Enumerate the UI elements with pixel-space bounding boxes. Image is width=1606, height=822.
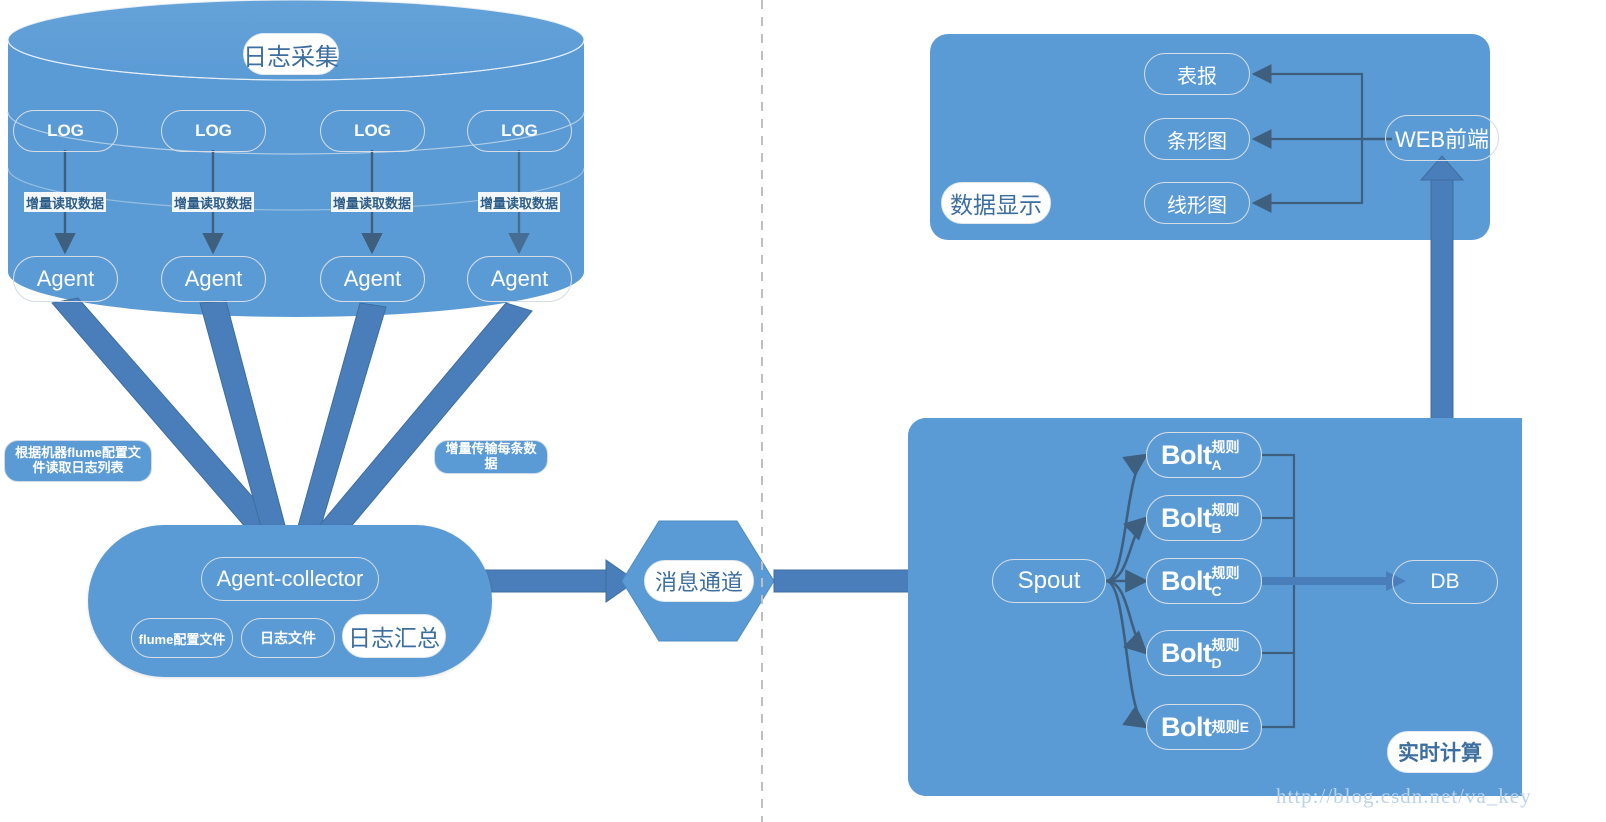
flume-config-file-node[interactable]: flume配置文件 xyxy=(131,618,233,658)
log-aggregation-title-badge: 日志汇总 xyxy=(342,614,446,658)
bolt-node-a[interactable]: Bolt 规则A xyxy=(1146,432,1262,478)
view-line-chart-node[interactable]: 线形图 xyxy=(1144,182,1250,224)
bolt-rule: 规则C xyxy=(1211,565,1240,599)
bolt-rule: 规则B xyxy=(1211,502,1240,536)
incremental-read-label-2: 增量读取数据 xyxy=(172,192,254,212)
view-report-node[interactable]: 表报 xyxy=(1144,53,1250,95)
log-node-label: LOG xyxy=(47,121,84,140)
web-frontend-node[interactable]: WEB前端 xyxy=(1385,115,1499,161)
spout-to-bolts-connectors xyxy=(1105,453,1149,729)
bolt-name: Bolt xyxy=(1161,502,1212,533)
log-node-1[interactable]: LOG xyxy=(13,110,118,152)
bolt-name: Bolt xyxy=(1161,439,1212,470)
display-title-badge: 数据显示 xyxy=(941,182,1051,224)
log-aggregation-title: 日志汇总 xyxy=(348,625,440,651)
db-label: DB xyxy=(1430,570,1460,593)
log-node-4[interactable]: LOG xyxy=(467,110,572,152)
agent-node-1[interactable]: Agent xyxy=(13,256,118,302)
agent-collector-label: Agent-collector xyxy=(216,566,364,591)
realtime-title-badge: 实时计算 xyxy=(1387,731,1493,773)
log-node-3[interactable]: LOG xyxy=(320,110,425,152)
bolt-rule: 规则D xyxy=(1211,637,1240,671)
bolts-to-db-connectors xyxy=(1262,453,1296,729)
view-bar-chart-node[interactable]: 条形图 xyxy=(1144,118,1250,160)
flume-read-note: 根据机器flume配置文件读取日志列表 xyxy=(4,440,152,482)
log-file-node[interactable]: 日志文件 xyxy=(241,618,335,658)
agent-collector-node[interactable]: Agent-collector xyxy=(201,557,379,601)
display-title: 数据显示 xyxy=(950,192,1042,218)
agent-node-4[interactable]: Agent xyxy=(467,256,572,302)
agent-node-3[interactable]: Agent xyxy=(320,256,425,302)
bolt-node-c[interactable]: Bolt 规则C xyxy=(1146,558,1262,604)
incremental-read-label-4: 增量读取数据 xyxy=(478,192,560,212)
log-collection-title-badge: 日志采集 xyxy=(243,33,339,75)
agent-node-2[interactable]: Agent xyxy=(161,256,266,302)
frontend-to-views-connectors xyxy=(1251,64,1392,213)
incremental-transfer-note: 增量传输每条数据 xyxy=(434,440,548,474)
agent-node-label: Agent xyxy=(184,266,243,291)
log-node-label: LOG xyxy=(501,121,538,140)
bolt-node-e[interactable]: Bolt 规则E xyxy=(1146,704,1262,750)
web-frontend-label: WEB前端 xyxy=(1394,127,1490,152)
agent-node-label: Agent xyxy=(490,266,549,291)
log-node-label: LOG xyxy=(195,121,232,140)
incremental-read-label-3: 增量读取数据 xyxy=(331,192,413,212)
bolt-name: Bolt xyxy=(1161,565,1212,596)
bolt-node-d[interactable]: Bolt 规则D xyxy=(1146,630,1262,676)
bolt-name: Bolt xyxy=(1161,711,1212,742)
message-channel-label: 消息通道 xyxy=(654,570,743,595)
agent-node-label: Agent xyxy=(36,266,95,291)
log-node-label: LOG xyxy=(354,121,391,140)
bolt-node-b[interactable]: Bolt 规则B xyxy=(1146,495,1262,541)
spout-label: Spout xyxy=(1017,567,1081,594)
db-node[interactable]: DB xyxy=(1392,560,1498,604)
bolt-name: Bolt xyxy=(1161,637,1212,668)
log-collection-title: 日志采集 xyxy=(243,43,339,71)
realtime-title: 实时计算 xyxy=(1398,742,1482,765)
incremental-read-label-1: 增量读取数据 xyxy=(24,192,106,212)
bolt-rule: 规则A xyxy=(1211,439,1240,473)
message-channel-badge: 消息通道 xyxy=(644,560,754,602)
agent-node-label: Agent xyxy=(343,266,402,291)
watermark-text: http://blog.csdn.net/va_key xyxy=(1276,784,1532,808)
bolt-rule: 规则E xyxy=(1211,719,1249,735)
spout-node[interactable]: Spout xyxy=(992,559,1106,603)
log-node-2[interactable]: LOG xyxy=(161,110,266,152)
